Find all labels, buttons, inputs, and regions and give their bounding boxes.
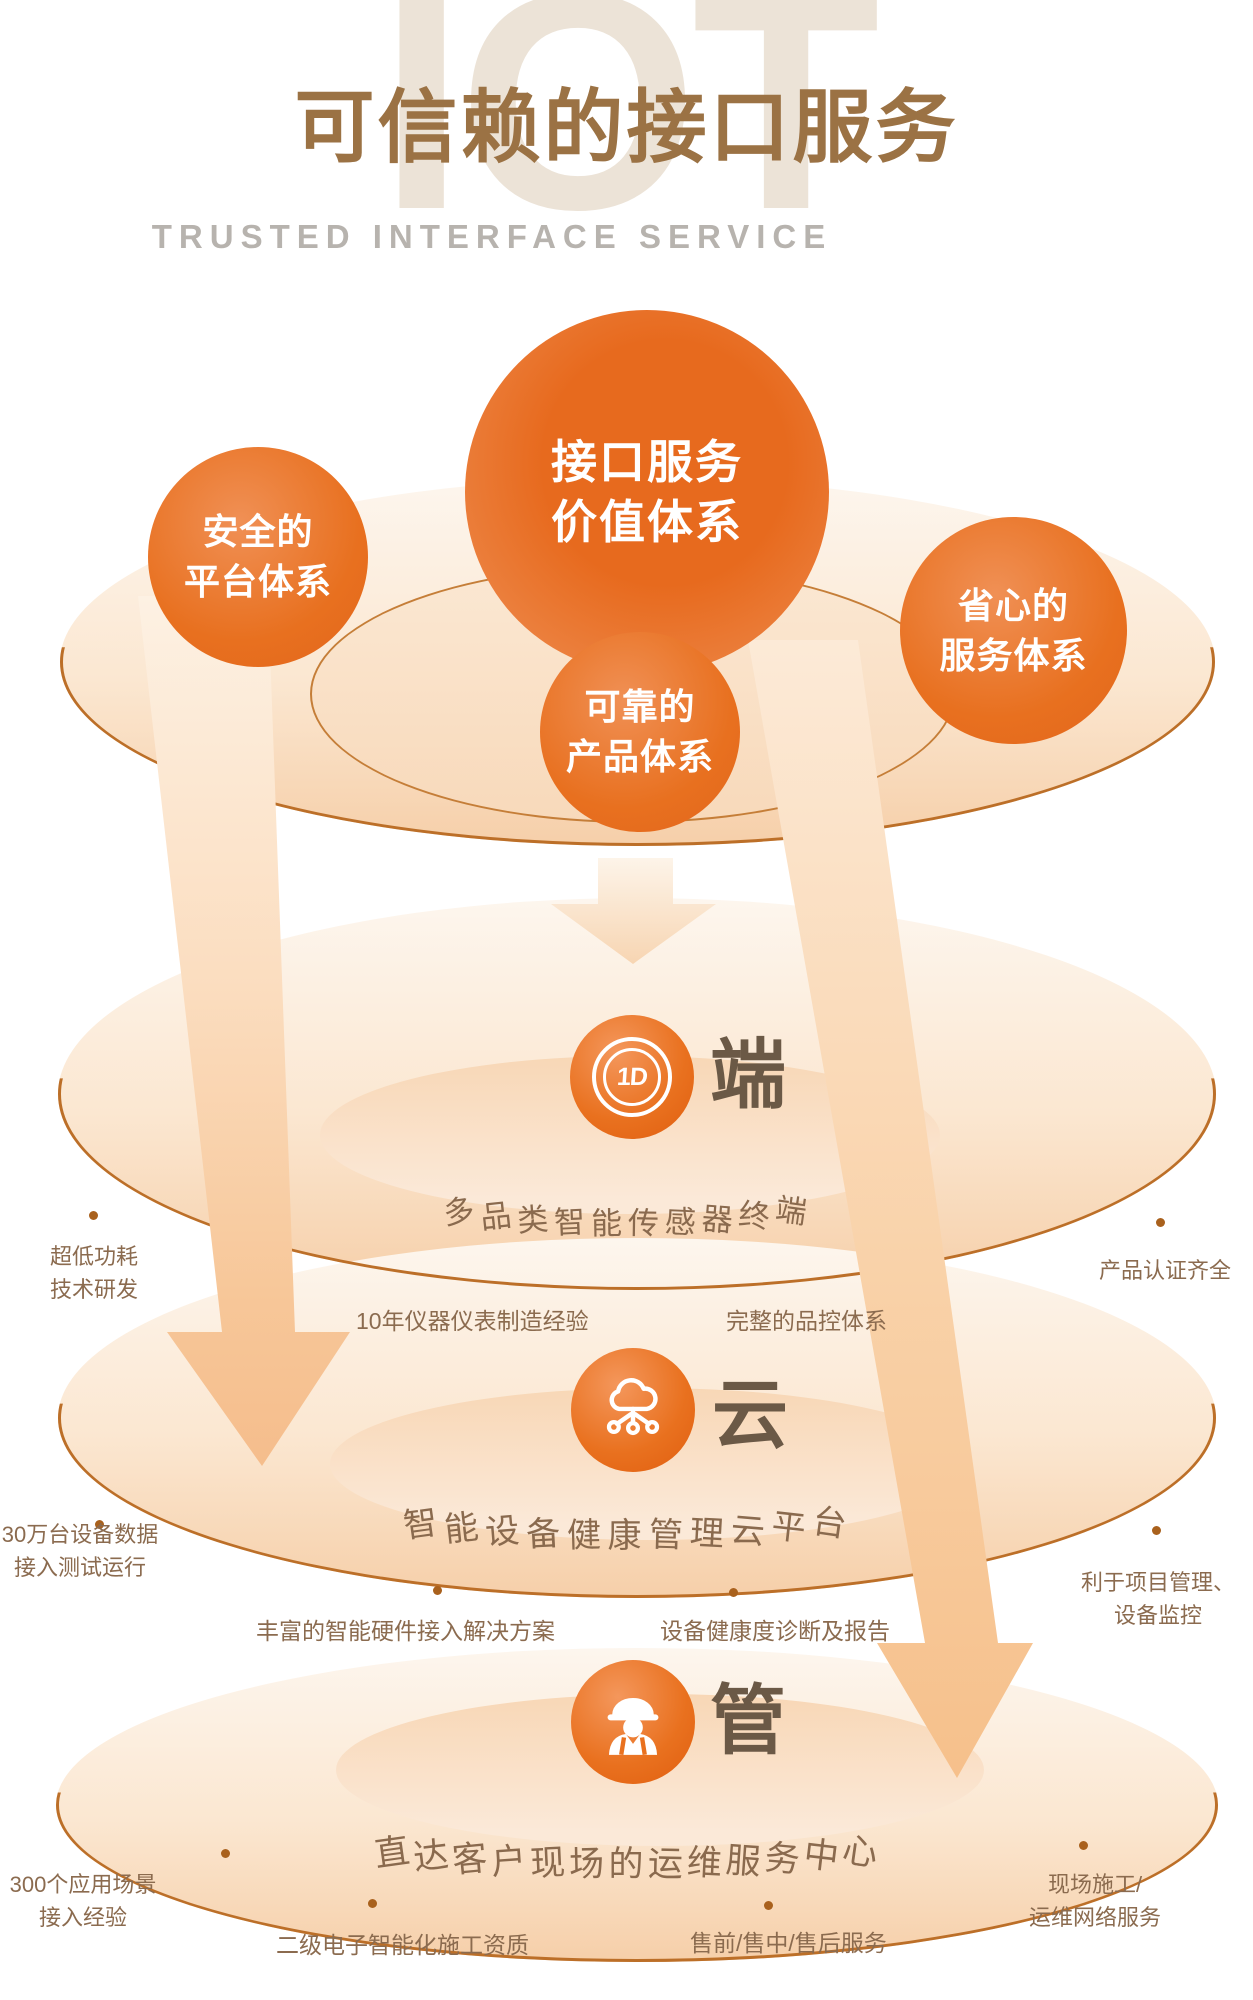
secure-platform-circle: 安全的 平台体系 <box>148 447 368 667</box>
manage-right-note: 现场施工/ 运维网络服务 <box>1028 1872 1161 1930</box>
reliable-product-line2: 产品体系 <box>565 736 714 777</box>
cloud-arc-caption: 智能设备健康管理云平台 <box>400 1502 856 1556</box>
page-subtitle: TRUSTED INTERFACE SERVICE <box>151 218 833 255</box>
reliable-product-circle: 可靠的 产品体系 <box>540 632 740 832</box>
terminal-node-circle: 1D <box>570 1015 694 1139</box>
cloud-node-label: 云 <box>712 1373 788 1458</box>
manage-bottom-right-marker-dot <box>764 1901 773 1910</box>
carefree-service-line1: 省心的 <box>957 584 1069 626</box>
secure-platform-line1: 安全的 <box>202 511 314 552</box>
manage-right-marker-dot <box>1079 1841 1088 1850</box>
sensor-id-icon: 1D <box>592 1037 672 1117</box>
carefree-service-line2: 服务体系 <box>939 634 1088 676</box>
terminal-right-marker-dot <box>1156 1218 1165 1227</box>
manage-left-marker-dot <box>221 1849 230 1858</box>
manage-bottom-right-note: 售前/售中/售后服务 <box>690 1930 887 1956</box>
secure-platform-line2: 平台体系 <box>183 561 332 602</box>
worker-icon <box>607 1697 659 1756</box>
manage-bottom-left-marker-dot <box>368 1899 377 1908</box>
manage-node-label: 管 <box>710 1679 786 1764</box>
terminal-node-label: 端 <box>710 1033 786 1118</box>
manage-arc-caption: 直达客户现场的运维服务中心 <box>372 1830 884 1885</box>
reliable-product-line1: 可靠的 <box>584 686 696 727</box>
terminal-left-note: 超低功耗 技术研发 <box>49 1244 138 1302</box>
cloud-right-marker-dot <box>1152 1526 1161 1535</box>
cloud-right-note: 利于项目管理、 设备监控 <box>1080 1570 1235 1628</box>
manage-bottom-left-note: 二级电子智能化施工资质 <box>276 1932 529 1958</box>
cloud-network-icon <box>606 1378 660 1436</box>
main-value-line2: 价值体系 <box>551 496 743 548</box>
cloud-node-circle <box>571 1348 695 1472</box>
terminal-bottom-right-note: 完整的品控体系 <box>726 1308 887 1334</box>
carefree-service-circle: 省心的 服务体系 <box>900 517 1127 744</box>
main-value-line1: 接口服务 <box>551 436 743 488</box>
cloud-bottom-left-marker-dot <box>433 1586 442 1595</box>
cloud-left-note: 30万台设备数据 接入测试运行 <box>1 1522 159 1580</box>
iot-watermark-text: IOT <box>378 0 880 274</box>
cloud-bottom-left-note: 丰富的智能硬件接入解决方案 <box>256 1618 555 1644</box>
terminal-left-marker-dot <box>89 1211 98 1220</box>
terminal-bottom-left-note: 10年仪器仪表制造经验 <box>356 1308 589 1334</box>
terminal-right-note: 产品认证齐全 <box>1098 1258 1231 1283</box>
manage-left-note: 300个应用场景 接入经验 <box>9 1872 157 1930</box>
page-title: 可信赖的接口服务 <box>294 83 959 172</box>
cloud-left-marker-dot <box>95 1520 104 1529</box>
cloud-bottom-right-marker-dot <box>729 1588 738 1597</box>
cloud-bottom-right-note: 设备健康度诊断及报告 <box>660 1618 890 1644</box>
main-value-circle: 接口服务 价值体系 <box>465 310 829 674</box>
manage-node-circle <box>571 1660 695 1784</box>
